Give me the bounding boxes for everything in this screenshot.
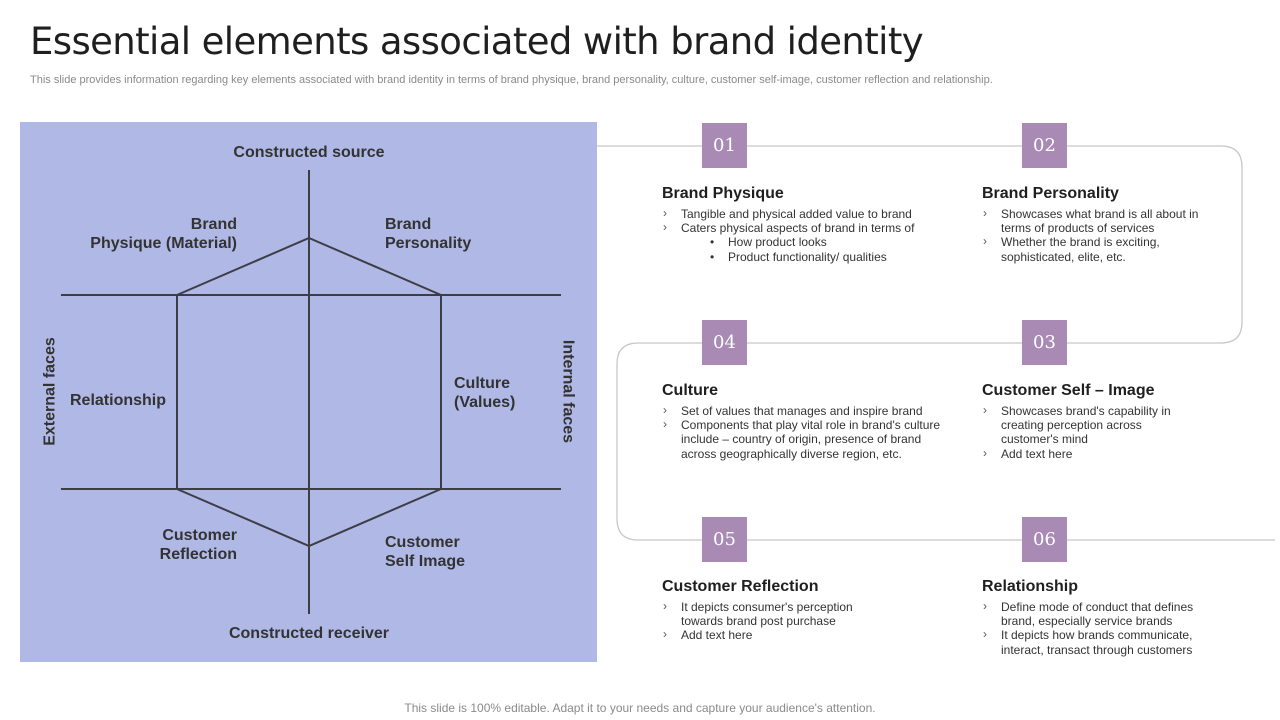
element-title: Brand Physique: [662, 185, 784, 202]
badge-06: 06: [1022, 517, 1067, 562]
list-item: Set of values that manages and inspire b…: [662, 403, 947, 418]
label-customer-self-image: Customer Self Image: [385, 534, 466, 570]
list-item: Caters physical aspects of brand in term…: [662, 220, 962, 264]
badge-02: 02: [1022, 123, 1067, 168]
element-brand-personality: Brand Personality Showcases what brand i…: [982, 185, 1222, 264]
label-constructed-receiver: Constructed receiver: [228, 625, 390, 642]
badge-01: 01: [702, 123, 747, 168]
list-item: Showcases what brand is all about in ter…: [982, 206, 1222, 235]
label-customer-reflection: Customer Reflection: [159, 527, 237, 563]
element-points: Set of values that manages and inspire b…: [662, 403, 947, 461]
element-brand-physique: Brand Physique Tangible and physical add…: [662, 185, 962, 264]
list-item: Tangible and physical added value to bra…: [662, 206, 962, 221]
element-title: Culture: [662, 382, 718, 399]
list-item: Add text here: [662, 627, 882, 642]
prism-hexagon: [176, 236, 442, 548]
list-item: Showcases brand's capability in creating…: [982, 403, 1182, 447]
element-points: Define mode of conduct that defines bran…: [982, 599, 1212, 657]
list-item: Define mode of conduct that defines bran…: [982, 599, 1212, 628]
badge-05: 05: [702, 517, 747, 562]
label-brand-physique: Brand Physique (Material): [90, 216, 237, 252]
sub-list-item: Product functionality/ qualities: [681, 250, 962, 264]
element-culture: Culture Set of values that manages and i…: [662, 382, 947, 461]
footer-note: This slide is 100% editable. Adapt it to…: [404, 701, 876, 715]
page-title: Essential elements associated with brand…: [30, 20, 924, 63]
label-culture: Culture (Values): [454, 375, 516, 411]
list-item: Components that play vital role in brand…: [662, 417, 947, 461]
label-brand-personality: Brand Personality: [385, 216, 472, 252]
list-item: Add text here: [982, 446, 1182, 461]
badge-04: 04: [702, 320, 747, 365]
element-points: Showcases brand's capability in creating…: [982, 403, 1182, 461]
element-title: Relationship: [982, 578, 1079, 595]
element-customer-reflection: Customer Reflection It depicts consumer'…: [662, 578, 882, 643]
sub-points: How product looks Product functionality/…: [681, 235, 962, 264]
element-title: Customer Self – Image: [982, 382, 1155, 399]
label-constructed-source: Constructed source: [233, 144, 385, 161]
element-relationship: Relationship Define mode of conduct that…: [982, 578, 1212, 657]
label-relationship: Relationship: [70, 392, 167, 409]
element-points: Tangible and physical added value to bra…: [662, 206, 962, 264]
element-title: Customer Reflection: [662, 578, 819, 595]
prism-diagram: [20, 122, 597, 662]
sub-list-item: How product looks: [681, 235, 962, 249]
list-item: It depicts consumer's perception towards…: [662, 599, 882, 628]
list-item: Whether the brand is exciting, sophistic…: [982, 234, 1222, 263]
element-title: Brand Personality: [982, 185, 1119, 202]
badge-03: 03: [1022, 320, 1067, 365]
connector-path: [597, 145, 1275, 541]
brand-identity-prism: Constructed source Constructed receiver …: [20, 122, 597, 662]
page-subtitle: This slide provides information regardin…: [30, 74, 993, 86]
list-item: It depicts how brands communicate, inter…: [982, 627, 1212, 656]
element-points: Showcases what brand is all about in ter…: [982, 206, 1222, 264]
element-points: It depicts consumer's perception towards…: [662, 599, 882, 643]
element-customer-self-image: Customer Self – Image Showcases brand's …: [982, 382, 1182, 461]
